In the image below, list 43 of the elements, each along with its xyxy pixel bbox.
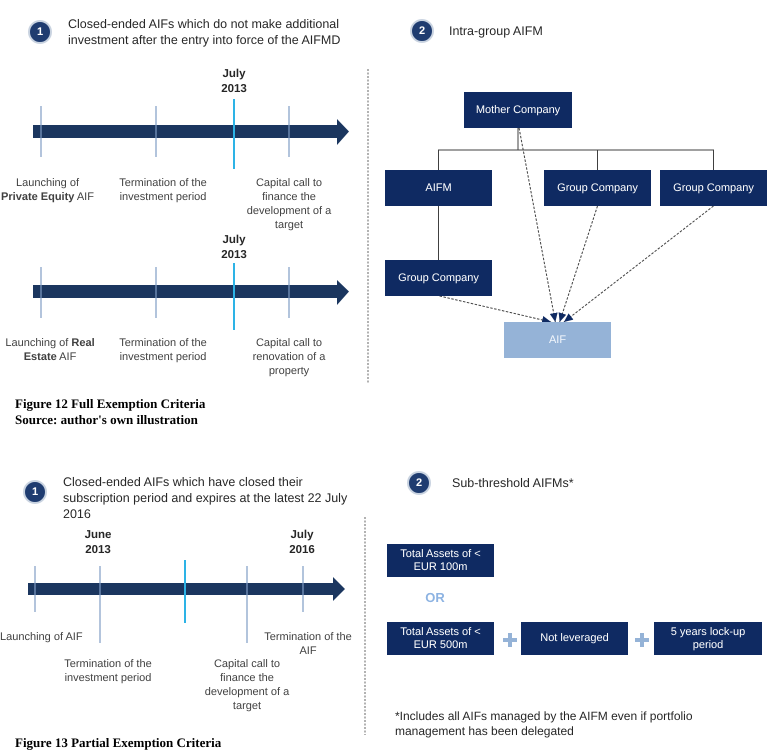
event-label: Launching of AIF	[0, 630, 84, 644]
number-badge: 1	[23, 480, 47, 504]
dashed-arrow	[563, 206, 714, 322]
dashed-arrow	[558, 206, 598, 322]
date-label: July 2016	[288, 528, 316, 558]
criterion-box: Total Assets of < EUR 500m	[387, 622, 494, 655]
org-box: AIFM	[385, 170, 492, 206]
dashed-arrow	[439, 296, 552, 324]
date-label: June 2013	[84, 528, 112, 558]
org-box: Group Company	[385, 260, 492, 296]
event-label: Termination of the investment period	[63, 657, 153, 685]
criterion-box: Total Assets of < EUR 100m	[387, 544, 494, 577]
org-box: Group Company	[660, 170, 767, 206]
event-label: Termination of the investment period	[118, 336, 208, 364]
connector-line	[438, 206, 439, 260]
section-heading: Intra-group AIFM	[449, 23, 544, 39]
dashed-arrow	[518, 128, 558, 322]
figure-caption: Source: author's own illustration	[15, 412, 198, 428]
event-label: Launching of Real Estate AIF	[4, 336, 96, 364]
number-badge: 2	[407, 471, 431, 495]
connector-line	[518, 128, 714, 170]
event-label: Capital call to renovation of a property	[252, 336, 326, 378]
figure-caption: Figure 13 Partial Exemption Criteria	[15, 735, 222, 751]
section-heading: Closed-ended AIFs which have closed their subscription period and expires at the latest 22 July 2016	[63, 474, 348, 522]
figure-caption: Figure 12 Full Exemption Criteria	[15, 396, 206, 412]
number-badge: 1	[28, 20, 52, 44]
org-box: Group Company	[544, 170, 651, 206]
org-box: AIF	[504, 322, 611, 358]
or-label: OR	[424, 590, 446, 606]
event-label: Launching of Private Equity AIF	[0, 176, 95, 204]
org-box: Mother Company	[464, 92, 572, 128]
number-badge: 2	[410, 19, 434, 43]
date-label: July 2013	[220, 233, 248, 263]
section-heading: Closed-ended AIFs which do not make additional investment after the entry into force of the AIFMD	[68, 16, 342, 48]
criterion-box: Not leveraged	[521, 622, 628, 655]
event-label: Termination of the investment period	[118, 176, 208, 204]
event-label: Capital call to finance the development of a target	[246, 176, 332, 232]
section-heading: Sub-threshold AIFMs*	[452, 475, 575, 491]
event-label: Termination of the AIF	[263, 630, 353, 658]
footnote: *Includes all AIFs managed by the AIFM even if portfolio management has been delegated	[395, 709, 694, 739]
date-label: July 2013	[220, 67, 248, 97]
criterion-box: 5 years lock-up period	[654, 622, 762, 655]
event-label: Capital call to finance the development of a target	[204, 657, 290, 713]
